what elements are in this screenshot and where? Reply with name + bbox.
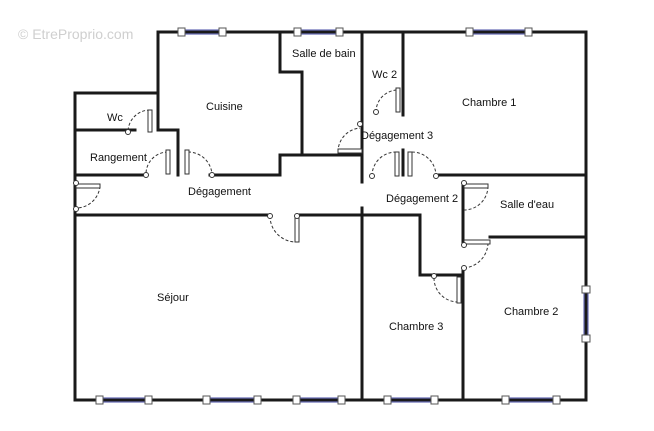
label-salle-d-eau: Salle d'eau [500,199,554,211]
door-salle-eau [461,180,489,211]
wall-salle-de-bain-left [278,30,304,157]
wall-sejour-top [73,213,434,277]
window-chambre2-bottom [501,395,561,405]
label-salle-de-bain: Salle de bain [292,48,356,60]
label-chambre-1: Chambre 1 [462,97,516,109]
door-wc [125,109,153,135]
door-cuisine [184,149,215,178]
label-degagement-2: Dégagement 2 [386,193,458,205]
doors [73,87,491,304]
door-wc2 [373,87,401,115]
wall-kitchen-bottom [156,91,180,177]
window-chambre1-top [465,27,533,37]
label-rangement: Rangement [90,152,147,164]
window-chambre2-right [581,285,591,343]
door-sejour [267,213,300,243]
window-sejour-bottom-1 [95,395,153,405]
door-degagement3 [369,151,400,179]
label-degagement: Dégagement [188,186,251,198]
door-rangement [143,149,171,178]
window-cuisine-top [177,27,227,37]
label-wc: Wc [107,112,123,124]
door-salle-de-bain [337,121,363,154]
door-chambre3 [431,273,462,304]
label-cuisine: Cuisine [206,101,243,113]
window-sejour-bottom-2 [202,395,262,405]
windows [95,27,591,405]
label-degagement-3: Dégagement 3 [361,130,433,142]
door-entry [73,180,101,212]
door-chambre2 [461,239,491,271]
room-labels: Salle de bain Wc Cuisine Wc 2 Chambre 1 … [90,48,558,333]
walls [73,30,588,402]
window-sejour-bottom-3 [292,395,346,405]
label-sejour: Séjour [157,292,189,304]
wall-kitchen-bottom-2 [208,153,364,177]
watermark-text: © EtreProprio.com [18,26,134,42]
label-wc-2: Wc 2 [372,69,397,81]
window-salle-de-bain-top [293,27,344,37]
label-chambre-3: Chambre 3 [389,321,443,333]
label-chambre-2: Chambre 2 [504,306,558,318]
window-chambre3-bottom [383,395,439,405]
door-chambre1 [407,151,439,179]
